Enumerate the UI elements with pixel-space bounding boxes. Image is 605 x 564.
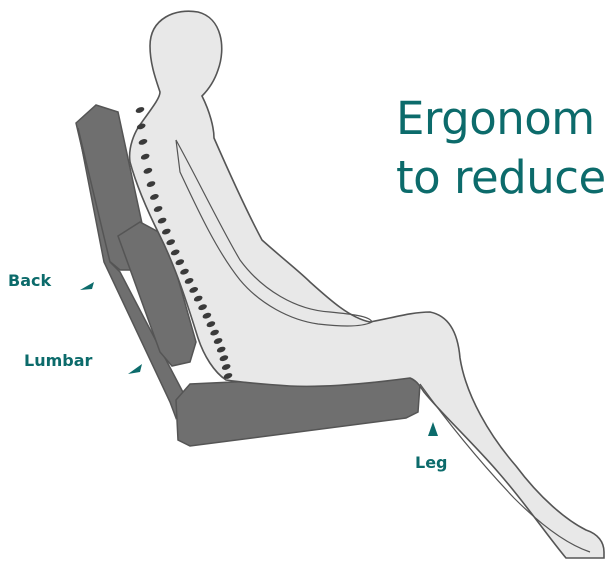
label-back: Back [8,273,51,289]
lumbar-pointer-icon [128,364,142,374]
label-lumbar: Lumbar [24,353,92,369]
leg-pointer-icon [428,422,438,436]
back-pointer-icon [80,282,94,290]
label-leg: Leg [415,455,448,471]
vertebra [135,106,145,114]
heading-line-1: Ergonom [396,96,595,141]
heading-line-2: to reduce [396,155,605,200]
